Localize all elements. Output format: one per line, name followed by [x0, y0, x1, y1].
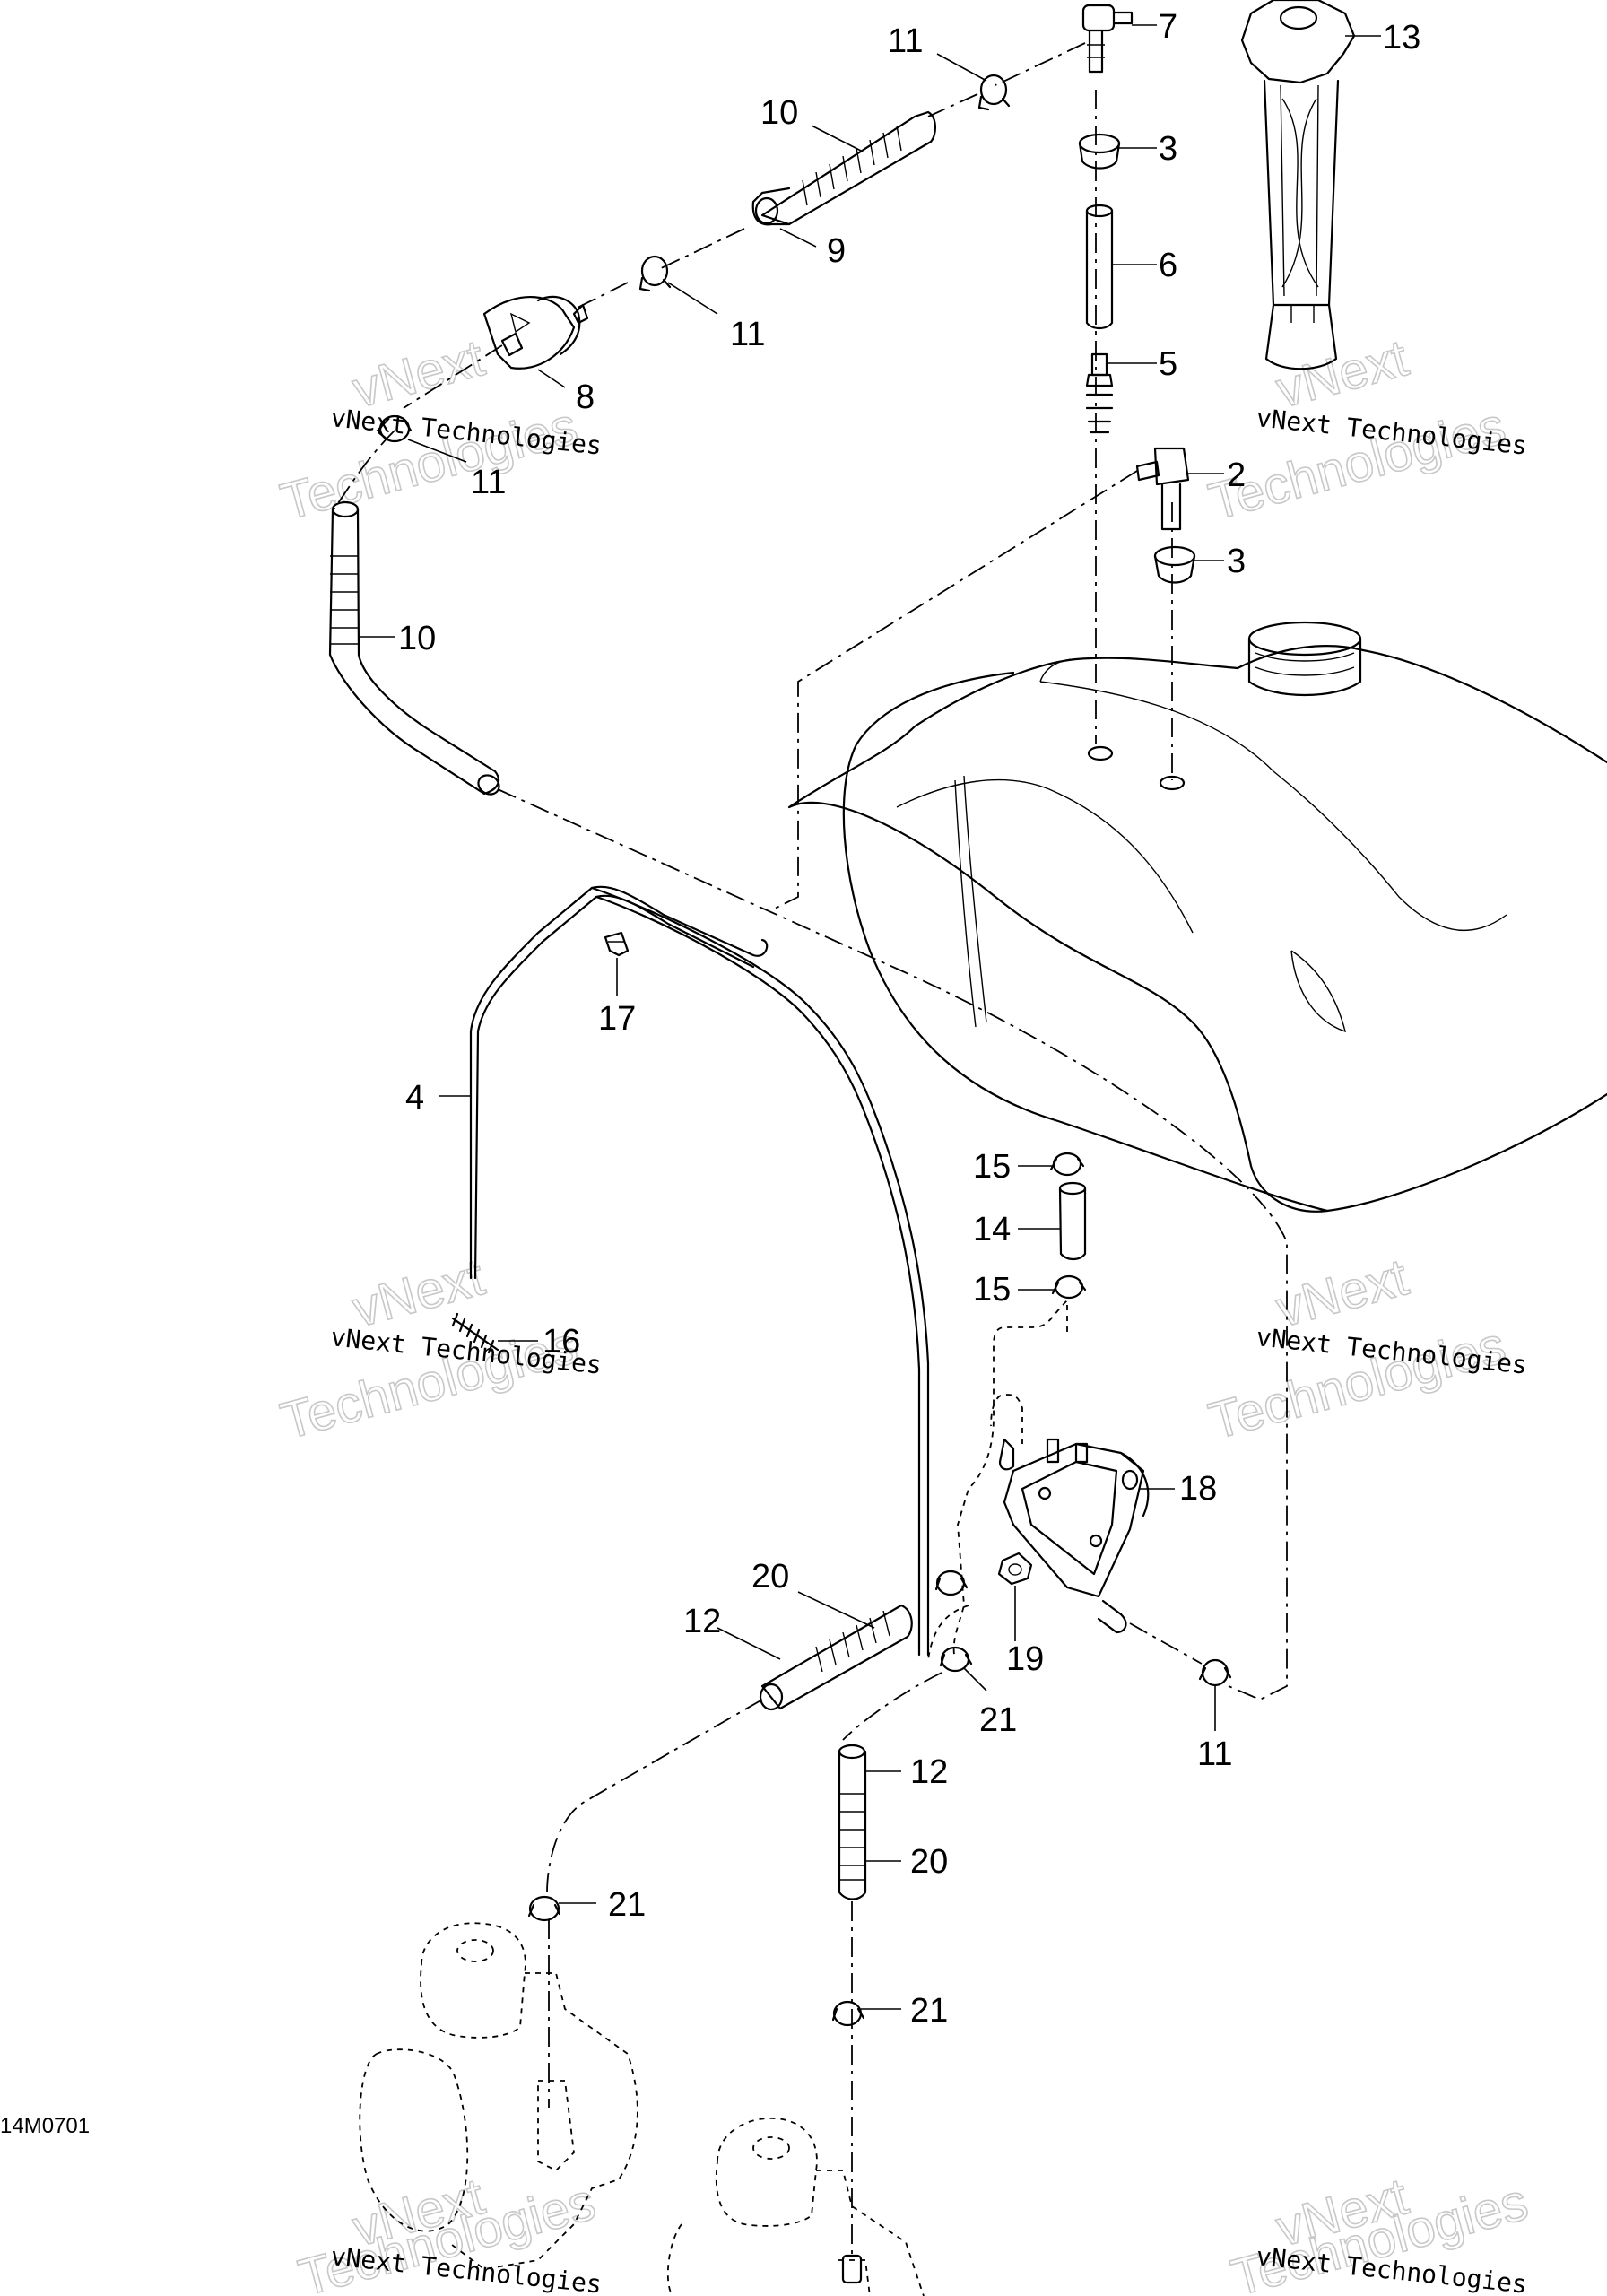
- callout-6: 6: [1159, 247, 1177, 284]
- hose-10-top: [751, 110, 936, 226]
- callout-21: 21: [608, 1886, 646, 1924]
- fuel-filter-8: [482, 295, 589, 370]
- callout-8: 8: [576, 378, 595, 416]
- clamp-11-second: [638, 255, 672, 292]
- spring-16: [451, 1312, 499, 1354]
- callout-10: 10: [760, 94, 798, 132]
- callout-3: 3: [1159, 130, 1177, 168]
- callout-15: 15: [973, 1148, 1011, 1186]
- fuel-gauge-sender: [1240, 0, 1356, 370]
- callout-12: 12: [910, 1753, 948, 1791]
- hose-10-left: [328, 500, 500, 796]
- vent-fitting-2: [1135, 447, 1196, 780]
- callout-7: 7: [1159, 8, 1177, 46]
- callout-21: 21: [979, 1701, 1017, 1739]
- callout-11: 11: [730, 316, 765, 353]
- fuel-line-4: [469, 885, 930, 1657]
- callout-20: 20: [751, 1558, 789, 1596]
- callout-15: 15: [973, 1271, 1011, 1309]
- callout-5: 5: [1159, 345, 1177, 383]
- callout-2: 2: [1227, 457, 1246, 494]
- clamp-11-right: [1129, 1622, 1232, 1687]
- callout-18: 18: [1179, 1470, 1217, 1508]
- clamp-11-top: [977, 74, 1011, 111]
- callout-10: 10: [398, 620, 436, 657]
- hose-12-20-vertical: [831, 1744, 867, 2260]
- callout-16: 16: [543, 1323, 580, 1361]
- callout-11: 11: [471, 464, 506, 501]
- callout-11: 11: [1197, 1735, 1232, 1773]
- callout-3: 3: [1227, 543, 1246, 580]
- nut-19: [997, 1552, 1033, 1586]
- watermark-top-right: vNext Technologies vNext Technologies: [1203, 328, 1529, 533]
- watermark-bottom-left: vNext Technologies vNext Technologies: [292, 2167, 604, 2296]
- callout-20: 20: [910, 1843, 948, 1881]
- vent-line-routing: [331, 42, 1288, 1700]
- callout-9: 9: [827, 232, 846, 270]
- fuel-tank: [787, 621, 1607, 1213]
- clip-17: [604, 931, 630, 957]
- callout-13: 13: [1383, 19, 1420, 57]
- fuel-pump-18: [927, 1298, 1150, 1660]
- watermark-bottom-right: vNext Technologies vNext Technologies: [1225, 2167, 1534, 2296]
- callout-4: 4: [405, 1079, 424, 1117]
- carburetor-right: [666, 2118, 925, 2296]
- watermark-middle-right: vNext Technologies vNext Technologies: [1203, 1248, 1529, 1452]
- callout-17: 17: [598, 1000, 636, 1038]
- callout-19: 19: [1006, 1640, 1044, 1678]
- vent-fittings-stack: [1078, 4, 1134, 744]
- hose-12-20-horizontal: [546, 1570, 973, 1893]
- callout-12: 12: [683, 1603, 721, 1640]
- leader-lines: [359, 24, 1381, 2010]
- drawing-code: 14M0701: [0, 2114, 90, 2138]
- callout-labels: 11 7 13 10 3 9 6 11 5 8 11 2 3 10 17 4 1…: [398, 8, 1420, 2030]
- watermark-top-left: vNext Technologies vNext Technologies: [274, 328, 604, 533]
- clamp-11-left: [377, 414, 413, 443]
- callout-11: 11: [888, 22, 923, 60]
- callout-14: 14: [973, 1211, 1011, 1248]
- hose-14-and-clamps: [1049, 1152, 1087, 1300]
- carburetor-left: [359, 1895, 638, 2270]
- callout-21: 21: [910, 1992, 948, 2030]
